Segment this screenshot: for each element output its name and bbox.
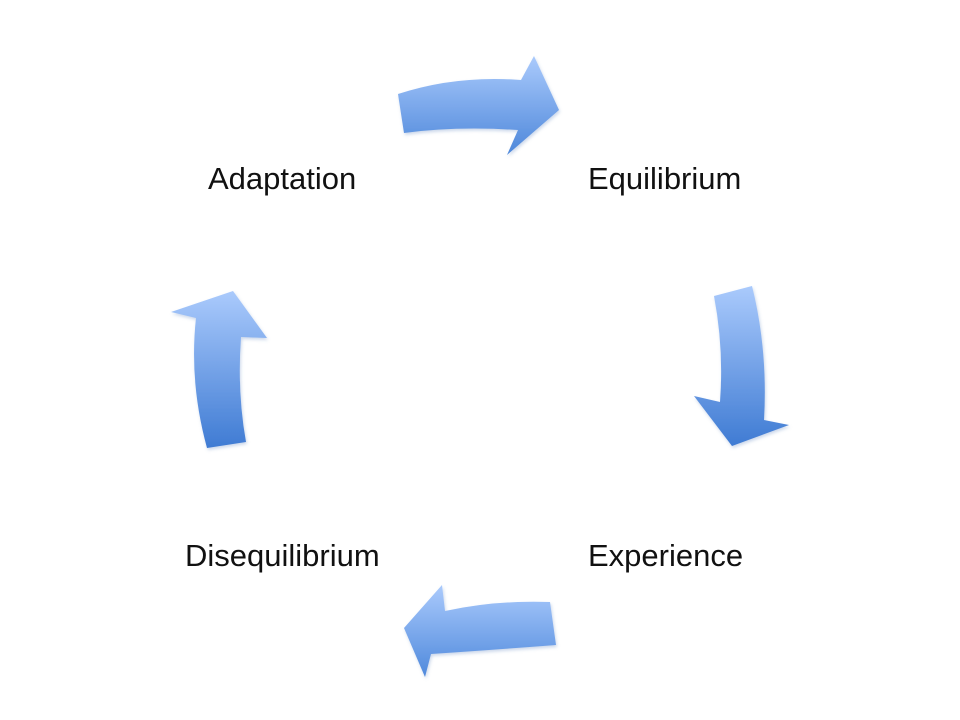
arrow-disequilibrium-to-adaptation [171, 291, 267, 448]
arrow-experience-to-disequilibrium [404, 585, 556, 677]
arrow-adaptation-to-equilibrium [398, 56, 559, 155]
node-disequilibrium: Disequilibrium [185, 538, 380, 573]
node-experience: Experience [588, 538, 744, 573]
node-adaptation: Adaptation [208, 161, 357, 196]
node-equilibrium: Equilibrium [588, 161, 742, 196]
arrow-equilibrium-to-experience [694, 286, 789, 446]
